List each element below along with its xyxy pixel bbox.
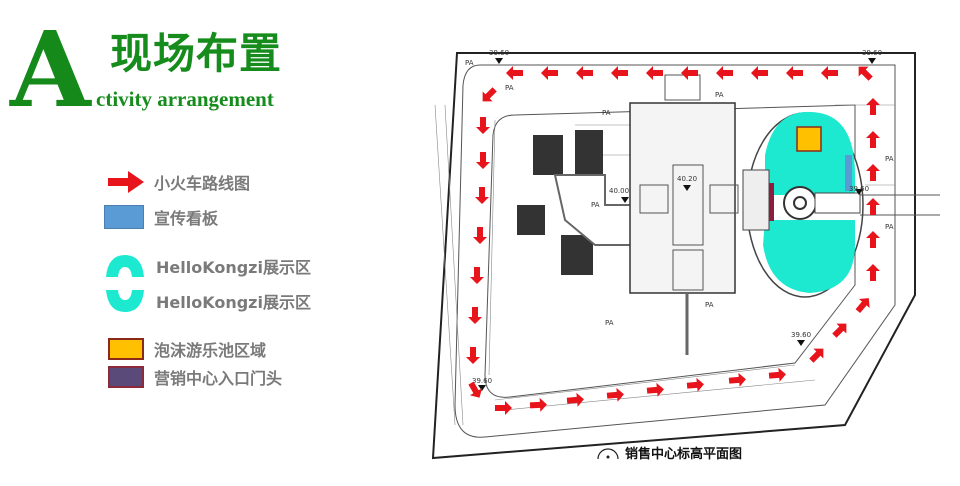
map-caption: 销售中心标高平面图 (597, 443, 742, 462)
svg-text:39.60: 39.60 (791, 331, 811, 339)
cyan-arc-top-icon (106, 255, 144, 277)
svg-text:39.60: 39.60 (862, 49, 882, 57)
hellokongzi-zone-bottom (763, 220, 855, 293)
north-symbol-icon (597, 447, 619, 459)
svg-text:39.60: 39.60 (472, 377, 492, 385)
svg-text:PA: PA (505, 84, 514, 92)
villa-buildings (517, 130, 603, 275)
svg-text:40.20: 40.20 (677, 175, 697, 183)
svg-text:39.60: 39.60 (489, 49, 509, 57)
svg-text:39.60: 39.60 (849, 185, 869, 193)
train-route (466, 66, 880, 415)
svg-text:40.00: 40.00 (609, 187, 629, 195)
cyan-arc-bottom-icon (106, 290, 144, 312)
svg-text:PA: PA (705, 301, 714, 309)
entrance-gate (768, 183, 774, 221)
legend-item-hellokongzi-bottom: HelloKongzi展示区 (104, 288, 311, 314)
svg-text:PA: PA (602, 109, 611, 117)
svg-text:PA: PA (885, 155, 894, 163)
hellokongzi-zone-top (765, 111, 855, 195)
red-arrow-icon (108, 171, 144, 193)
sales-center-building (629, 102, 736, 294)
page-subtitle: ctivity arrangement (96, 87, 274, 111)
elevation-markers (478, 58, 876, 391)
foam-pool-area (796, 126, 822, 152)
svg-text:PA: PA (885, 223, 894, 231)
billboard (845, 155, 852, 191)
purple-rectangle-icon (108, 366, 144, 388)
svg-text:PA: PA (591, 201, 600, 209)
legend-item-train-route: 小火车路线图 (108, 170, 250, 194)
section-letter: A (10, 8, 91, 131)
svg-text:PA: PA (605, 319, 614, 327)
page-title: 现场布置 (110, 29, 283, 78)
blue-rectangle-icon (104, 205, 144, 229)
orange-square-icon (108, 338, 144, 360)
svg-text:PA: PA (465, 59, 474, 67)
svg-text:PA: PA (715, 91, 724, 99)
legend-item-hellokongzi-top: HelloKongzi展示区 (104, 253, 311, 279)
legend-item-billboard: 宣传看板 (104, 205, 218, 229)
site-plan-map: 39.60 39.60 40.00 40.20 39.60 39.60 39.6… (431, 49, 940, 460)
legend-item-entrance-gate: 营销中心入口门头 (108, 365, 282, 389)
legend-item-foam-pool: 泡沫游乐池区域 (108, 337, 266, 361)
